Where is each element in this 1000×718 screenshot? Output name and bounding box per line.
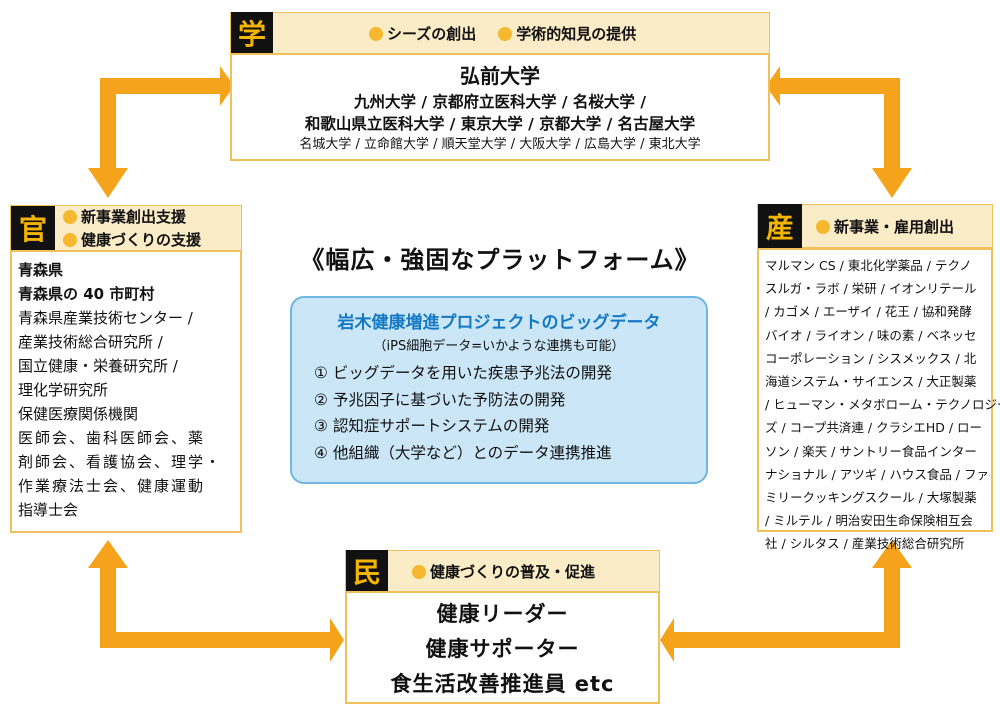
gaku-line-1: 九州大学 / 京都府立医科大学 / 名桜大学 / [354, 93, 646, 111]
min-line: 食生活改善推進員 etc [390, 672, 615, 696]
kan-tag-1: 新事業創出支援 [63, 206, 201, 227]
min-kanji: 民 [346, 550, 388, 592]
arrow-san-up-head [872, 540, 912, 568]
bullet-dot-icon [498, 26, 513, 41]
arrow-min-left-head [330, 618, 344, 662]
arrow-min-right-head [660, 618, 674, 662]
kan-line: 青森県産業技術センター / [18, 309, 193, 327]
min-line: 健康リーダー [436, 602, 569, 626]
min-line: 健康サポーター [425, 637, 580, 661]
kan-box: 青森県 青森県の 40 市町村 青森県産業技術センター / 産業技術総合研究所 … [10, 250, 242, 533]
san-line: ナショナル / アツギ / ハウス食品 / ファ [765, 466, 989, 482]
san-line: 社 / シルタス / 産業技術総合研究所 [765, 536, 965, 552]
bigdata-title: 岩木健康増進プロジェクトのビッグデータ [337, 313, 661, 333]
arrow-kan-head [88, 168, 128, 198]
san-line: バイオ / ライオン / 味の素 / ベネッセ [765, 327, 977, 343]
kan-line: 理化学研究所 [18, 381, 109, 399]
gaku-kanji: 学 [231, 12, 273, 54]
kan-line: 指導士会 [18, 501, 79, 519]
san-header: 産 新事業・雇用創出 [757, 204, 993, 248]
bigdata-box: 岩木健康増進プロジェクトのビッグデータ （iPS細胞データ=いかような連携も可能… [290, 296, 708, 484]
arrow-san-min-h [672, 632, 900, 648]
bullet-dot-icon [63, 210, 77, 224]
gaku-line-small: 名城大学 / 立命館大学 / 順天堂大学 / 大阪大学 / 広島大学 / 東北大… [299, 137, 701, 152]
kan-tag-2: 健康づくりの支援 [63, 229, 201, 250]
min-header: 民 健康づくりの普及・促進 [345, 550, 660, 592]
gaku-line-2: 和歌山県立医科大学 / 東京大学 / 京都大学 / 名古屋大学 [304, 115, 696, 133]
arrow-san-head [872, 168, 912, 198]
san-line: 海道システム・サイエンス / 大正製薬 [765, 374, 977, 390]
bigdata-list: ① ビッグデータを用いた疾患予兆法の開発 ② 予兆因子に基づいた予防法の開発 ③… [314, 360, 706, 466]
arrow-kan-min-v [100, 566, 116, 644]
kan-line: 国立健康・栄養研究所 / [18, 357, 178, 375]
arrow-kan-min-h [100, 632, 332, 648]
bullet-dot-icon [816, 219, 830, 234]
arrow-gaku-kan-v [100, 78, 116, 170]
bigdata-item: ③ 認知症サポートシステムの開発 [314, 417, 550, 435]
arrow-gaku-san-head [766, 66, 780, 106]
kan-line: 産業技術総合研究所 / [18, 333, 163, 351]
arrow-gaku-kan-h [108, 78, 222, 94]
san-line: ズ / コープ共済連 / クラシエHD / ロー [765, 420, 982, 436]
bigdata-item: ① ビッグデータを用いた疾患予兆法の開発 [314, 364, 612, 382]
san-line: / ヒューマン・メタボローム・テクノロジー [765, 397, 1000, 413]
bigdata-item: ② 予兆因子に基づいた予防法の開発 [314, 390, 566, 409]
arrow-gaku-kan-head [220, 66, 234, 106]
kan-line: 医師会、歯科医師会、薬 [18, 429, 206, 447]
kan-line: 剤師会、看護協会、理学・ [18, 453, 223, 471]
san-kanji: 産 [758, 204, 802, 248]
gaku-box: 弘前大学 九州大学 / 京都府立医科大学 / 名桜大学 / 和歌山県立医科大学 … [230, 53, 770, 161]
platform-title: 《幅広・強固なプラットフォーム》 [300, 246, 700, 274]
gaku-tag-1: シーズの創出 [369, 23, 476, 44]
bullet-dot-icon [369, 26, 383, 41]
san-line: ミリークッキングスクール / 大塚製薬 [765, 490, 977, 506]
san-line: スルガ・ラボ / 栄研 / イオンリテール [765, 281, 977, 297]
kan-line: 青森県の 40 市町村 [18, 285, 155, 303]
san-line: ソン / 楽天 / サントリー食品インター [765, 443, 977, 459]
kan-header: 官 新事業創出支援 健康づくりの支援 [10, 205, 242, 251]
kan-line: 青森県 [18, 261, 64, 279]
gaku-tag-2: 学術的知見の提供 [498, 23, 636, 44]
gaku-header: 学 シーズの創出 学術的知見の提供 [230, 12, 770, 54]
kan-kanji: 官 [11, 206, 55, 250]
bullet-dot-icon [412, 564, 426, 579]
san-line: コーポレーション / シスメックス / 北 [765, 350, 977, 366]
kan-line: 保健医療関係機関 [18, 405, 139, 423]
arrow-san-min-v [884, 566, 900, 644]
bullet-dot-icon [63, 233, 77, 247]
san-line: マルマン CS / 東北化学薬品 / テクノ [765, 258, 972, 273]
arrow-kan-up-head [88, 540, 128, 568]
san-line: / ミルテル / 明治安田生命保険相互会 [765, 513, 973, 529]
arrow-gaku-san-h [778, 78, 892, 94]
san-line: / カゴメ / エーザイ / 花王 / 協和発酵 [765, 304, 972, 320]
arrow-gaku-san-v [884, 78, 900, 170]
bigdata-note: （iPS細胞データ=いかような連携も可能） [373, 339, 625, 354]
min-box: 健康リーダー 健康サポーター 食生活改善推進員 etc [345, 591, 660, 704]
bigdata-item: ④ 他組織（大学など）とのデータ連携推進 [314, 443, 612, 462]
min-tag-1: 健康づくりの普及・促進 [412, 563, 595, 581]
san-tag-1: 新事業・雇用創出 [816, 218, 954, 236]
san-box: マルマン CS / 東北化学薬品 / テクノ スルガ・ラボ / 栄研 / イオン… [757, 248, 1000, 551]
gaku-main: 弘前大学 [460, 64, 540, 88]
kan-line: 作業療法士会、健康運動 [18, 477, 206, 495]
